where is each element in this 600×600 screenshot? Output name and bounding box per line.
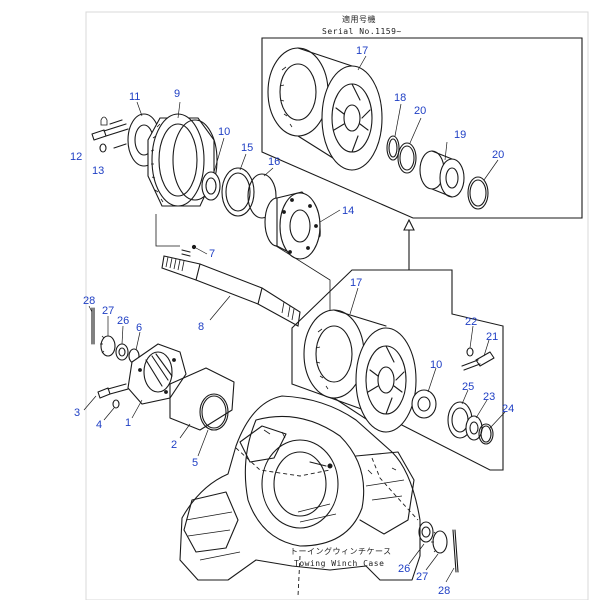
callout-27-bottom: 27 bbox=[416, 571, 428, 583]
leader-lines bbox=[83, 55, 506, 583]
lower-drum-group bbox=[291, 269, 504, 471]
page-frame bbox=[85, 11, 589, 600]
callout-24: 24 bbox=[502, 403, 514, 415]
callout-20-top-left: 20 bbox=[414, 105, 426, 117]
callout-10-top: 10 bbox=[218, 126, 230, 138]
callout-21: 21 bbox=[486, 331, 498, 343]
callout-7: 7 bbox=[209, 248, 215, 260]
callout-14: 14 bbox=[342, 205, 354, 217]
callout-11: 11 bbox=[129, 91, 140, 103]
callout-numbers: 17 18 20 19 20 11 9 10 15 16 14 12 13 7 … bbox=[70, 45, 514, 597]
upgrade-arrow bbox=[403, 218, 415, 271]
callout-26-left: 26 bbox=[117, 315, 129, 327]
callout-26-bottom: 26 bbox=[398, 563, 410, 575]
callout-17-top: 17 bbox=[356, 45, 368, 57]
callout-15: 15 bbox=[241, 142, 253, 154]
callout-20-top-right: 20 bbox=[492, 149, 504, 161]
callout-12: 12 bbox=[70, 151, 82, 163]
callout-23: 23 bbox=[483, 391, 495, 403]
callout-17-bottom: 17 bbox=[350, 277, 362, 289]
callout-10-bottom: 10 bbox=[430, 359, 442, 371]
callout-9: 9 bbox=[174, 88, 180, 100]
callout-3: 3 bbox=[74, 407, 80, 419]
callout-19: 19 bbox=[454, 129, 466, 141]
serial-note-en: Serial No.1159~ bbox=[322, 27, 402, 36]
bottom-pinion-group bbox=[418, 521, 459, 573]
callout-8: 8 bbox=[198, 321, 204, 333]
casing-label-en: Towing Winch Case bbox=[294, 559, 384, 568]
callout-2: 2 bbox=[171, 439, 177, 451]
serial-note-jp: 適用号機 bbox=[342, 14, 376, 24]
shaft-assembly bbox=[161, 244, 301, 327]
gear-assembly bbox=[91, 113, 321, 260]
callout-16: 16 bbox=[268, 156, 280, 168]
winch-case bbox=[179, 395, 421, 597]
top-drum-group bbox=[261, 37, 583, 219]
callout-4: 4 bbox=[96, 419, 102, 431]
cover-group bbox=[91, 307, 235, 431]
callout-18: 18 bbox=[394, 92, 406, 104]
callout-28-bottom: 28 bbox=[438, 585, 450, 597]
callout-28-left: 28 bbox=[83, 295, 95, 307]
assembly-bracket bbox=[155, 214, 331, 310]
callout-1: 1 bbox=[125, 417, 131, 429]
callout-27-left: 27 bbox=[102, 305, 114, 317]
callout-22: 22 bbox=[465, 316, 477, 328]
casing-label-jp: トーイングウィンチケース bbox=[290, 546, 392, 556]
callout-13: 13 bbox=[92, 165, 104, 177]
callout-5: 5 bbox=[192, 457, 198, 469]
callout-25: 25 bbox=[462, 381, 474, 393]
callout-6: 6 bbox=[136, 322, 142, 334]
